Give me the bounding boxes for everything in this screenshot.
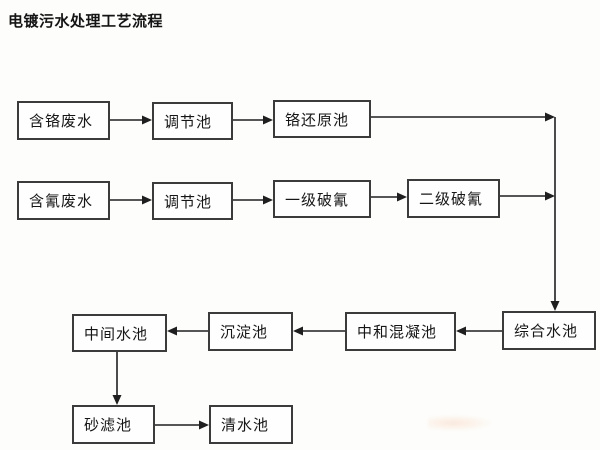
node-chromium-wastewater: 含铬废水 [17,101,110,140]
node-cyanide-wastewater: 含氰废水 [17,181,110,220]
node-regulating-tank-cn: 调节池 [152,182,233,220]
node-chromium-reduction-tank: 铬还原池 [273,100,371,138]
node-sand-filter-tank: 砂滤池 [72,405,155,444]
node-regulating-tank-cr: 调节池 [152,102,233,140]
diagram-title: 电镀污水处理工艺流程 [8,13,164,30]
node-intermediate-water-tank: 中间水池 [72,314,167,352]
node-sedimentation-tank: 沉淀池 [208,312,293,351]
watermark-smudge [428,415,492,431]
node-second-stage-cyanide-breaking: 二级破氰 [407,179,500,218]
node-comprehensive-water-tank: 综合水池 [502,311,596,350]
node-clean-water-tank: 清水池 [209,405,293,444]
node-first-stage-cyanide-breaking: 一级破氰 [273,180,371,218]
node-neutralization-coagulation-tank: 中和混凝池 [345,312,456,351]
